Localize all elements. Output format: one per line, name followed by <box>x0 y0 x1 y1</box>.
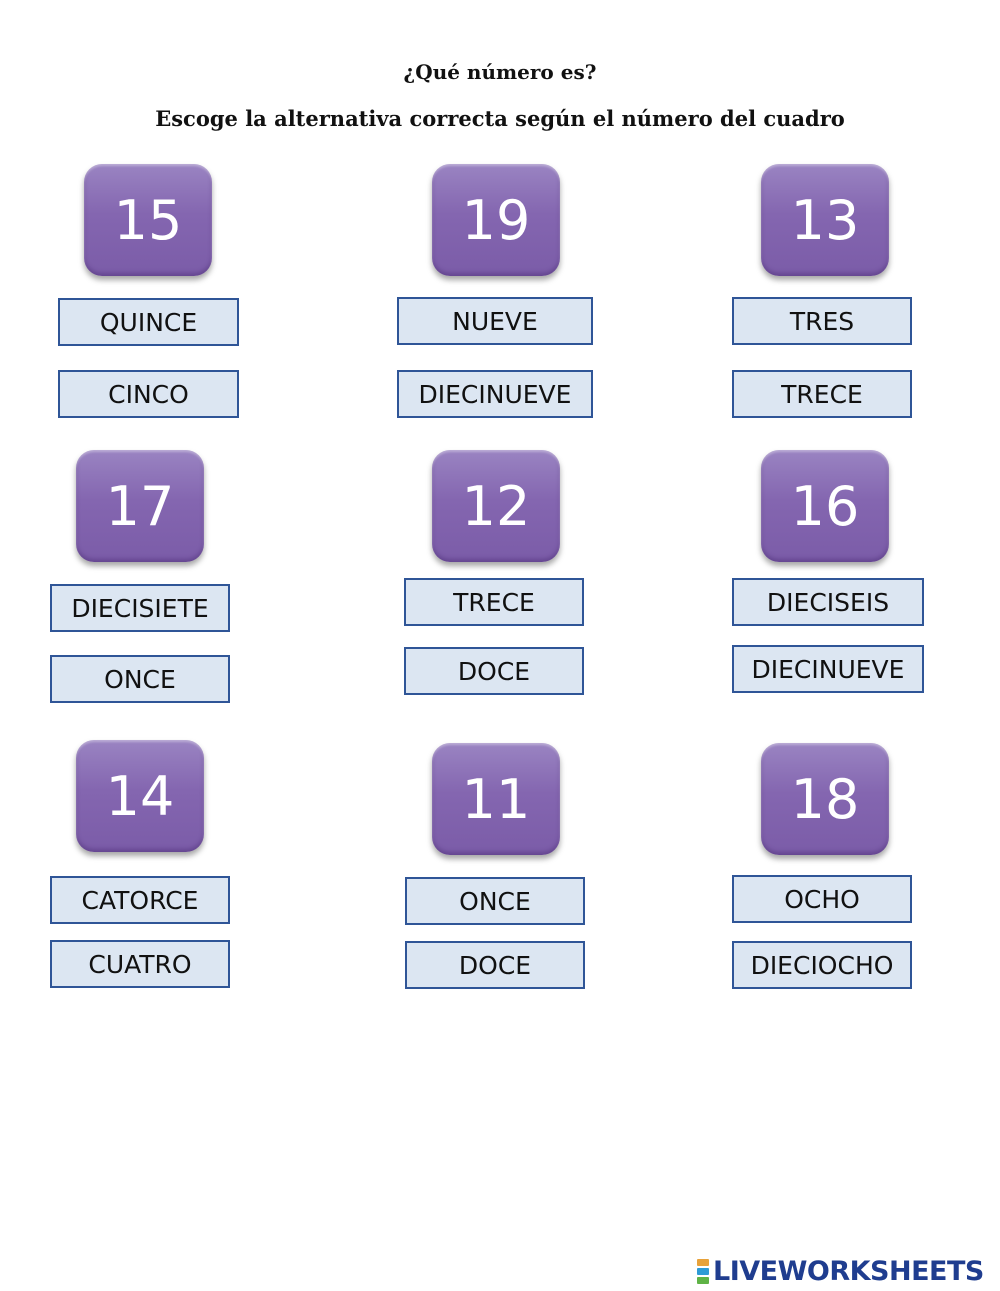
option-button[interactable]: QUINCE <box>58 298 239 346</box>
option-button[interactable]: OCHO <box>732 875 912 923</box>
number-tile: 15 <box>84 164 212 276</box>
option-button[interactable]: DIECISEIS <box>732 578 924 626</box>
instructions: Escoge la alternativa correcta según el … <box>155 106 845 131</box>
option-button[interactable]: TRECE <box>404 578 584 626</box>
number-tile: 12 <box>432 450 560 562</box>
liveworksheets-logo: LIVEWORKSHEETS <box>697 1254 984 1288</box>
option-button[interactable]: DOCE <box>405 941 585 989</box>
option-button[interactable]: DIECINUEVE <box>732 645 924 693</box>
option-button[interactable]: TRES <box>732 297 912 345</box>
number-tile: 17 <box>76 450 204 562</box>
option-button[interactable]: DIECINUEVE <box>397 370 593 418</box>
option-button[interactable]: ONCE <box>50 655 230 703</box>
number-tile: 18 <box>761 743 889 855</box>
option-button[interactable]: CUATRO <box>50 940 230 988</box>
option-button[interactable]: DIECIOCHO <box>732 941 912 989</box>
option-button[interactable]: TRECE <box>732 370 912 418</box>
option-button[interactable]: NUEVE <box>397 297 593 345</box>
page-title: ¿Qué número es? <box>403 60 597 84</box>
logo-text: LIVEWORKSHEETS <box>713 1255 984 1287</box>
option-button[interactable]: DIECISIETE <box>50 584 230 632</box>
logo-blocks-icon <box>697 1258 709 1285</box>
option-button[interactable]: CATORCE <box>50 876 230 924</box>
number-tile: 19 <box>432 164 560 276</box>
number-tile: 13 <box>761 164 889 276</box>
number-tile: 14 <box>76 740 204 852</box>
option-button[interactable]: CINCO <box>58 370 239 418</box>
number-tile: 11 <box>432 743 560 855</box>
option-button[interactable]: ONCE <box>405 877 585 925</box>
number-tile: 16 <box>761 450 889 562</box>
option-button[interactable]: DOCE <box>404 647 584 695</box>
